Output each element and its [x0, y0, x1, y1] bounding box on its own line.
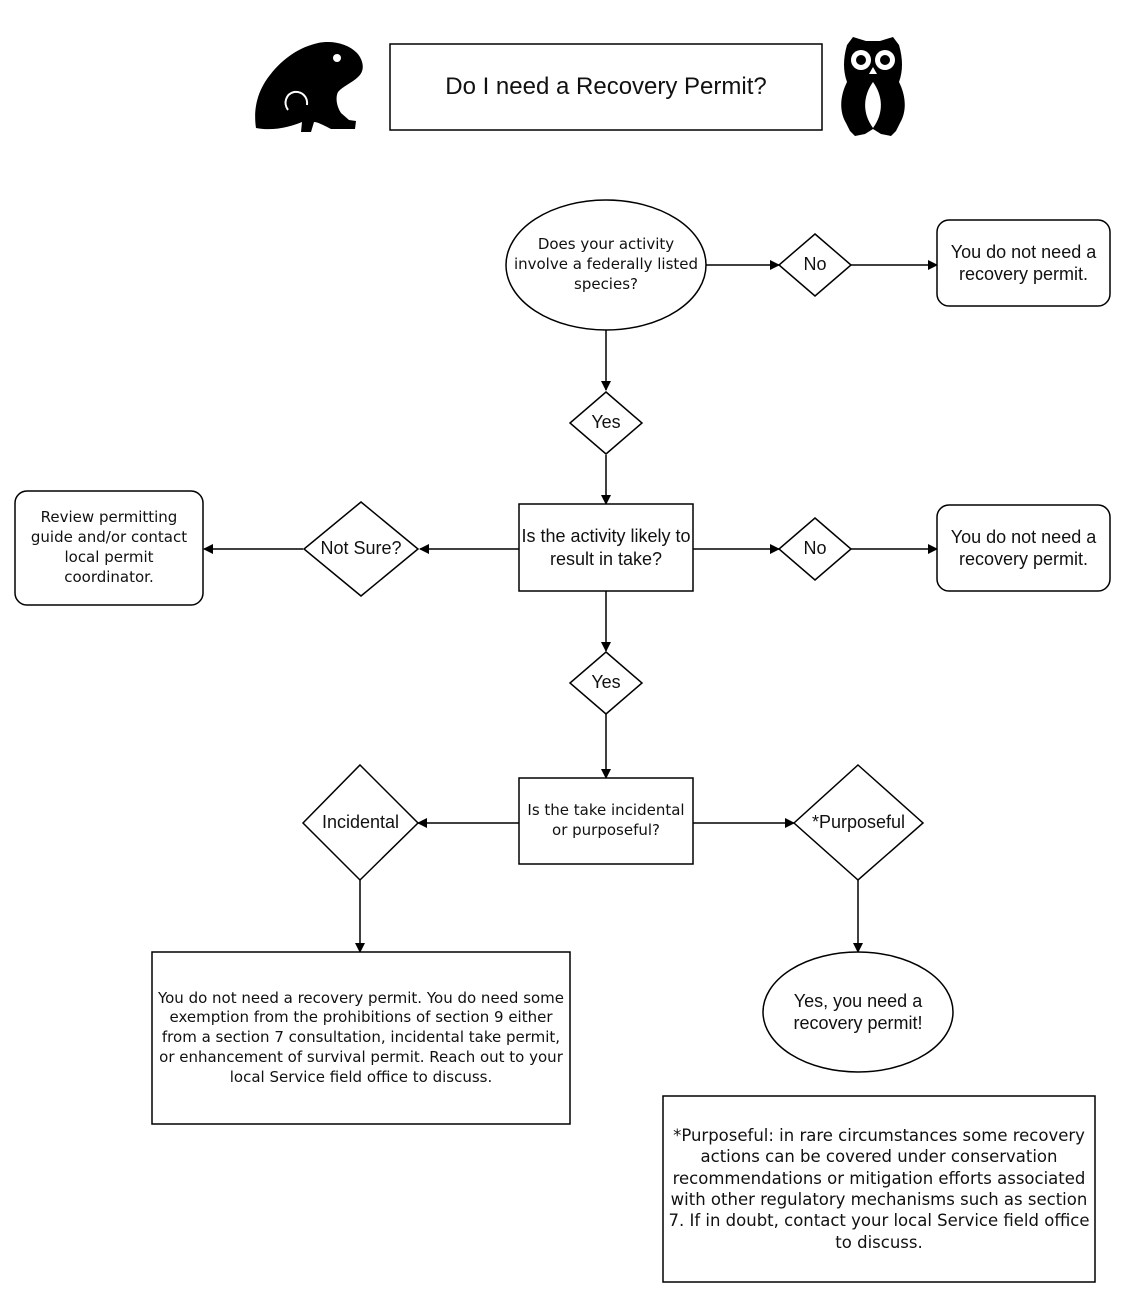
decision-no-2-diamond	[777, 517, 853, 581]
decision-yes-2-diamond	[568, 651, 644, 715]
footnote-box	[662, 1095, 1096, 1283]
decision-yes-2-label: Yes	[591, 672, 621, 693]
decision-no-1-label: No	[803, 254, 827, 275]
review-guide-result: Review permitting guide and/or contact l…	[30, 508, 188, 586]
q-take-box	[518, 503, 694, 592]
question-incidental-or-purposeful: Is the take incidental or purposeful?	[527, 801, 685, 839]
decision-no-1-diamond	[777, 233, 853, 297]
need-permit-result: Yes, you need a recovery permit!	[793, 990, 923, 1034]
no-permit-result-1: You do not need a recovery permit.	[950, 241, 1097, 285]
decision-incidental-diamond	[301, 763, 420, 882]
decision-not-sure-label: Not Sure?	[320, 538, 402, 559]
decision-purposeful-diamond	[792, 763, 925, 882]
decision-purposeful-label: *Purposeful	[811, 812, 906, 833]
decision-incidental-label: Incidental	[321, 812, 400, 833]
decision-no-2-label: No	[803, 538, 827, 559]
q-listed-ellipse	[505, 199, 707, 331]
decision-yes-1-label: Yes	[591, 412, 621, 433]
owl-icon	[841, 37, 905, 136]
no-permit-1-box	[936, 219, 1111, 307]
purposeful-footnote: *Purposeful: in rare circumstances some …	[668, 1125, 1090, 1252]
need-permit-ellipse	[762, 951, 954, 1073]
page-title: Do I need a Recovery Permit?	[445, 73, 767, 101]
review-guide-box	[14, 490, 204, 606]
question-take: Is the activity likely to result in take…	[521, 526, 691, 569]
no-permit-result-2: You do not need a recovery permit.	[950, 526, 1097, 570]
question-listed-species: Does your activity involve a federally l…	[513, 235, 699, 293]
frog-icon	[255, 42, 363, 132]
no-permit-2-box	[936, 504, 1111, 592]
title-box	[389, 43, 823, 131]
incidental-result: You do not need a recovery permit. You d…	[157, 988, 565, 1086]
connectors	[203, 260, 938, 953]
decision-yes-1-diamond	[568, 391, 644, 455]
incidental-result-box	[151, 951, 571, 1125]
decision-not-sure-diamond	[302, 501, 420, 597]
q-incidental-box	[518, 777, 694, 865]
